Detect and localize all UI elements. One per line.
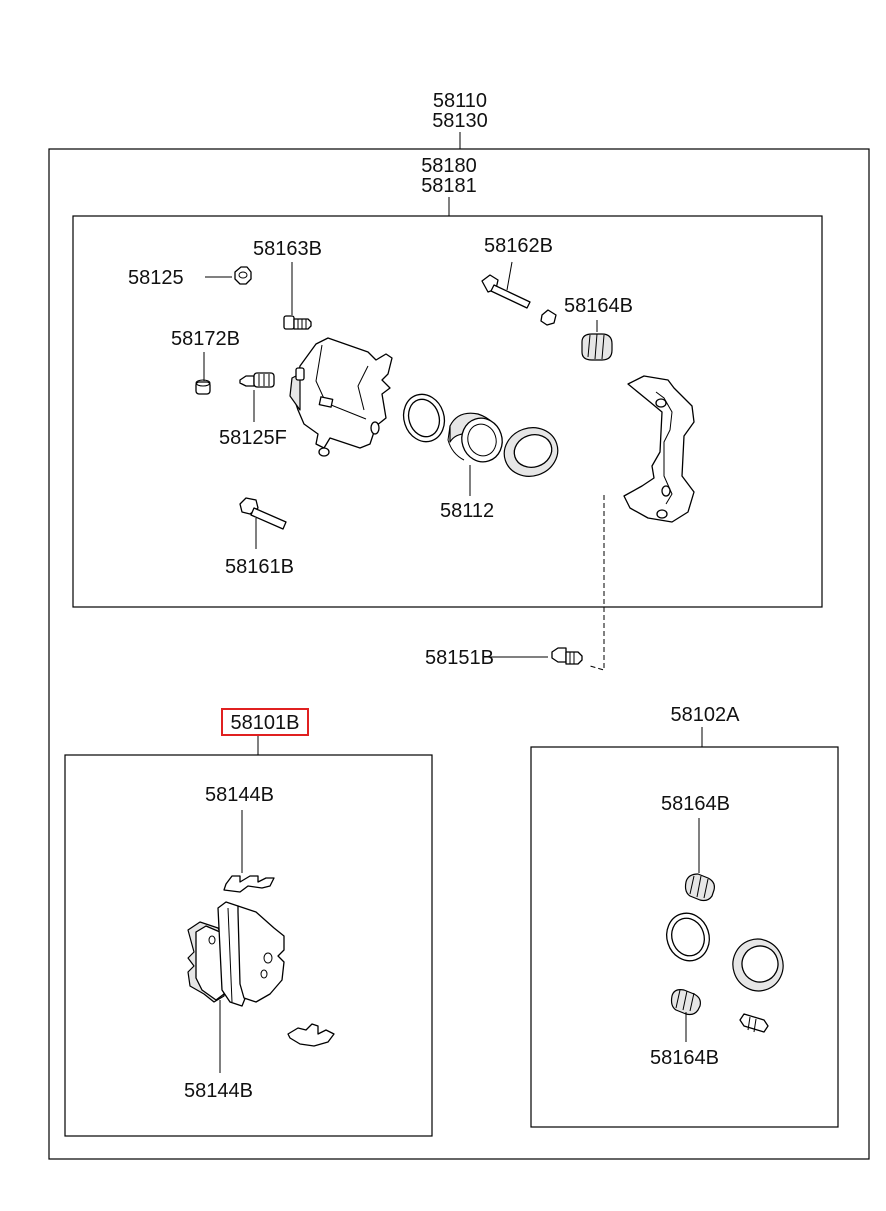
label-58163B[interactable]: 58163B	[253, 238, 322, 260]
label-58125F[interactable]: 58125F	[219, 427, 287, 449]
label-58144B-bottom[interactable]: 58144B	[184, 1080, 253, 1102]
label-58144B-top[interactable]: 58144B	[205, 784, 274, 806]
label-58130[interactable]: 58130	[432, 110, 488, 132]
caliper-frame	[72, 215, 823, 608]
assembly-frame	[48, 148, 870, 1160]
caliper-body	[289, 337, 393, 457]
kit-boot-upper	[684, 873, 715, 902]
label-58181[interactable]: 58181	[421, 175, 477, 197]
label-58110[interactable]: 58110	[433, 90, 487, 112]
label-58172B[interactable]: 58172B	[171, 328, 240, 350]
bolt-58151B	[551, 647, 583, 665]
label-58180[interactable]: 58180	[421, 155, 477, 177]
nut-58125	[234, 266, 252, 285]
bolt-58163B	[283, 315, 312, 330]
bleeder-screw-58125F	[239, 372, 275, 388]
kit-piston-seal	[666, 912, 710, 962]
label-58164B-upper[interactable]: 58164B	[564, 295, 633, 317]
leader-58162B	[506, 261, 513, 291]
kit-bleeder-cap	[739, 1013, 769, 1033]
boot-58164B-upper	[581, 333, 613, 361]
label-58164B-kit-top[interactable]: 58164B	[661, 793, 730, 815]
kit-boot-lower	[670, 989, 701, 1016]
piston-seal	[402, 393, 446, 443]
kit-dust-boot	[732, 938, 784, 992]
dust-boot	[503, 427, 559, 477]
pin-cap	[540, 309, 557, 326]
pad-kit-highlight-box	[221, 708, 309, 736]
guide-pin-58161B	[239, 497, 287, 530]
brake-pads	[187, 901, 285, 1007]
bracket-bolt-dashed-line	[589, 495, 605, 671]
label-58162B[interactable]: 58162B	[484, 235, 553, 257]
label-58102A[interactable]: 58102A	[671, 704, 741, 726]
piston-58112	[447, 412, 503, 463]
bleeder-cap-58172B	[195, 379, 211, 395]
guide-pin-58162B	[481, 274, 531, 309]
label-58125[interactable]: 58125	[128, 267, 184, 289]
anti-rattle-clip-bottom	[287, 1023, 335, 1047]
label-58151B[interactable]: 58151B	[425, 647, 494, 669]
label-58112[interactable]: 58112	[440, 500, 494, 522]
caliper-bracket	[623, 375, 695, 523]
label-58164B-kit-bottom[interactable]: 58164B	[650, 1047, 719, 1069]
seal-kit-frame	[530, 746, 839, 1128]
label-58101B[interactable]: 58101B	[231, 712, 300, 734]
label-58161B[interactable]: 58161B	[225, 556, 294, 578]
pad-kit-frame	[64, 754, 433, 1137]
anti-rattle-clip-top	[223, 875, 275, 893]
